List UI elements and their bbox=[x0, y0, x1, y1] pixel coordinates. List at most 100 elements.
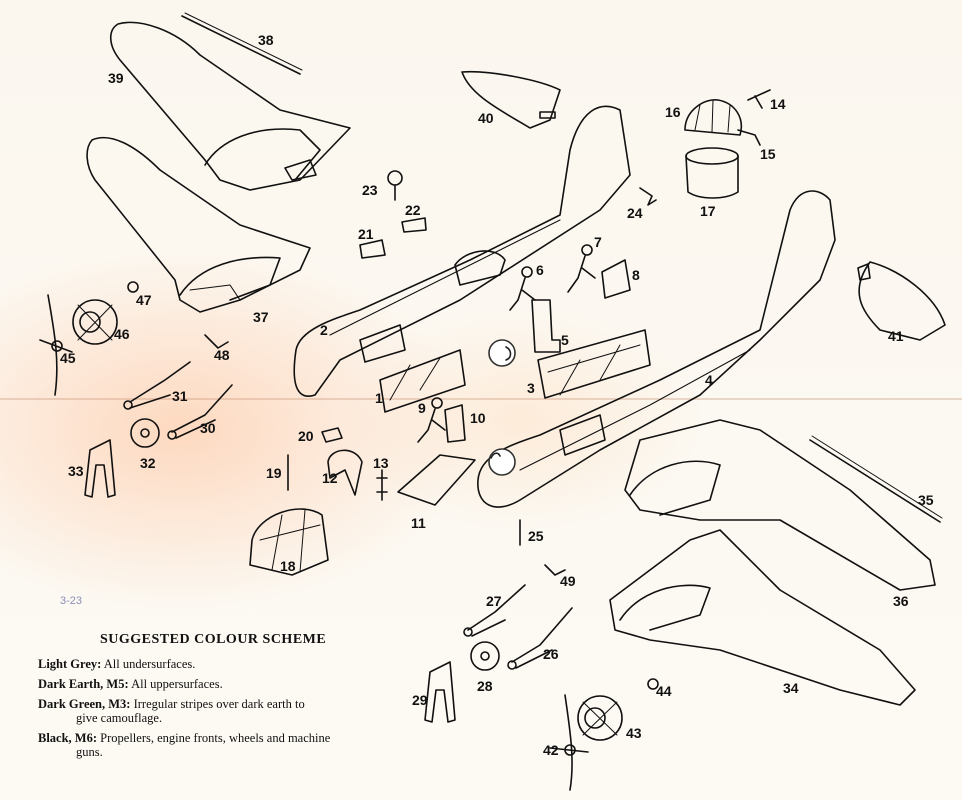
label-24: 24 bbox=[627, 205, 643, 221]
part-12-bulkhead bbox=[327, 449, 363, 496]
part-3-window-frame bbox=[537, 329, 651, 399]
label-25: 25 bbox=[528, 528, 544, 544]
label-35: 35 bbox=[918, 492, 934, 508]
label-11: 11 bbox=[411, 515, 426, 531]
paper-fold-line bbox=[0, 398, 962, 400]
colour-item-dark-green: Dark Green, M3: Irregular stripes over d… bbox=[38, 697, 305, 725]
label-23: 23 bbox=[362, 182, 378, 198]
colour-item-light-grey: Light Grey: All undersurfaces. bbox=[38, 657, 196, 671]
part-23-ring bbox=[387, 170, 403, 201]
label-2: 2 bbox=[320, 322, 328, 338]
label-7: 7 bbox=[594, 234, 602, 250]
part-37-wing-lower-left bbox=[86, 136, 311, 313]
part-32-wheel bbox=[130, 418, 160, 448]
part-30-strut bbox=[167, 384, 233, 440]
part-2-fuselage-left bbox=[293, 105, 631, 397]
label-8: 8 bbox=[632, 267, 640, 283]
label-36: 36 bbox=[893, 593, 909, 609]
part-35-rod bbox=[809, 435, 943, 523]
colour-item-black: Black, M6: Propellers, engine fronts, wh… bbox=[38, 731, 331, 759]
part-22-block bbox=[401, 217, 427, 233]
colour-scheme-section: SUGGESTED COLOUR SCHEME Light Grey: All … bbox=[38, 632, 410, 765]
part-10-seat bbox=[444, 404, 466, 443]
label-18: 18 bbox=[280, 558, 296, 574]
label-39: 39 bbox=[108, 70, 124, 86]
part-7-figure bbox=[567, 244, 596, 293]
label-49: 49 bbox=[560, 573, 576, 589]
part-11-floor bbox=[397, 454, 476, 506]
label-33: 33 bbox=[68, 463, 84, 479]
part-1-window-frame bbox=[379, 349, 466, 413]
label-30: 30 bbox=[200, 420, 216, 436]
label-28: 28 bbox=[477, 678, 493, 694]
part-4-fuselage-right bbox=[477, 190, 836, 508]
part-21-block bbox=[359, 239, 386, 259]
pencil-note: 3-23 bbox=[60, 595, 83, 607]
colour-item-dark-earth: Dark Earth, M5: All uppersurfaces. bbox=[38, 677, 223, 691]
label-38: 38 bbox=[258, 32, 274, 48]
label-40: 40 bbox=[478, 110, 494, 126]
label-17: 17 bbox=[700, 203, 716, 219]
label-20: 20 bbox=[298, 428, 314, 444]
label-3: 3 bbox=[527, 380, 535, 396]
part-29-leg bbox=[424, 661, 456, 723]
part-24-bracket bbox=[639, 187, 657, 206]
part-42-propeller bbox=[549, 694, 589, 791]
part-31-strut bbox=[123, 361, 191, 410]
part-20-block bbox=[321, 427, 343, 443]
colour-scheme-title: SUGGESTED COLOUR SCHEME bbox=[100, 632, 327, 647]
part-18-canopy bbox=[249, 508, 329, 576]
label-15: 15 bbox=[760, 146, 776, 162]
label-6: 6 bbox=[536, 262, 544, 278]
label-43: 43 bbox=[626, 725, 642, 741]
label-21: 21 bbox=[358, 226, 374, 242]
part-38-rod bbox=[181, 12, 303, 75]
part-26-strut bbox=[507, 607, 573, 670]
part-48-clip bbox=[204, 334, 229, 349]
part-41-tailplane-right bbox=[857, 261, 946, 341]
label-32: 32 bbox=[140, 455, 156, 471]
part-44-small bbox=[647, 678, 659, 690]
part-15-bracket bbox=[737, 129, 761, 146]
label-41: 41 bbox=[888, 328, 904, 344]
label-4: 4 bbox=[705, 372, 713, 388]
label-12: 12 bbox=[322, 470, 338, 486]
label-47: 47 bbox=[136, 292, 152, 308]
label-19: 19 bbox=[266, 465, 282, 481]
label-46: 46 bbox=[114, 326, 130, 342]
label-22: 22 bbox=[405, 202, 421, 218]
part-43-engine bbox=[577, 695, 623, 741]
part-40-tailplane bbox=[461, 70, 561, 129]
part-33-leg bbox=[84, 439, 116, 498]
label-10: 10 bbox=[470, 410, 486, 426]
registration-ball-2 bbox=[488, 448, 516, 476]
label-26: 26 bbox=[543, 646, 559, 662]
label-34: 34 bbox=[783, 680, 799, 696]
label-1: 1 bbox=[375, 390, 383, 406]
part-6-figure bbox=[509, 266, 536, 311]
part-27-strut bbox=[463, 584, 526, 637]
label-31: 31 bbox=[172, 388, 188, 404]
part-36-wing-upper-right bbox=[624, 419, 936, 591]
part-9-figure bbox=[417, 397, 446, 443]
label-45: 45 bbox=[60, 350, 76, 366]
part-14-gun bbox=[747, 89, 771, 109]
part-17-ring bbox=[685, 147, 739, 199]
label-13: 13 bbox=[373, 455, 389, 471]
part-39-wing-upper-left bbox=[109, 21, 351, 191]
label-29: 29 bbox=[412, 692, 428, 708]
label-44: 44 bbox=[656, 683, 672, 699]
part-45-propeller bbox=[39, 294, 73, 396]
label-48: 48 bbox=[214, 347, 230, 363]
label-16: 16 bbox=[665, 104, 681, 120]
part-28-wheel bbox=[470, 641, 500, 671]
part-46-engine bbox=[72, 299, 118, 345]
part-13-mount bbox=[376, 469, 388, 501]
part-47-small bbox=[127, 281, 139, 293]
part-8-seat bbox=[601, 259, 631, 299]
part-34-wing-lower-right bbox=[609, 529, 916, 706]
label-27: 27 bbox=[486, 593, 502, 609]
label-42: 42 bbox=[543, 742, 559, 758]
